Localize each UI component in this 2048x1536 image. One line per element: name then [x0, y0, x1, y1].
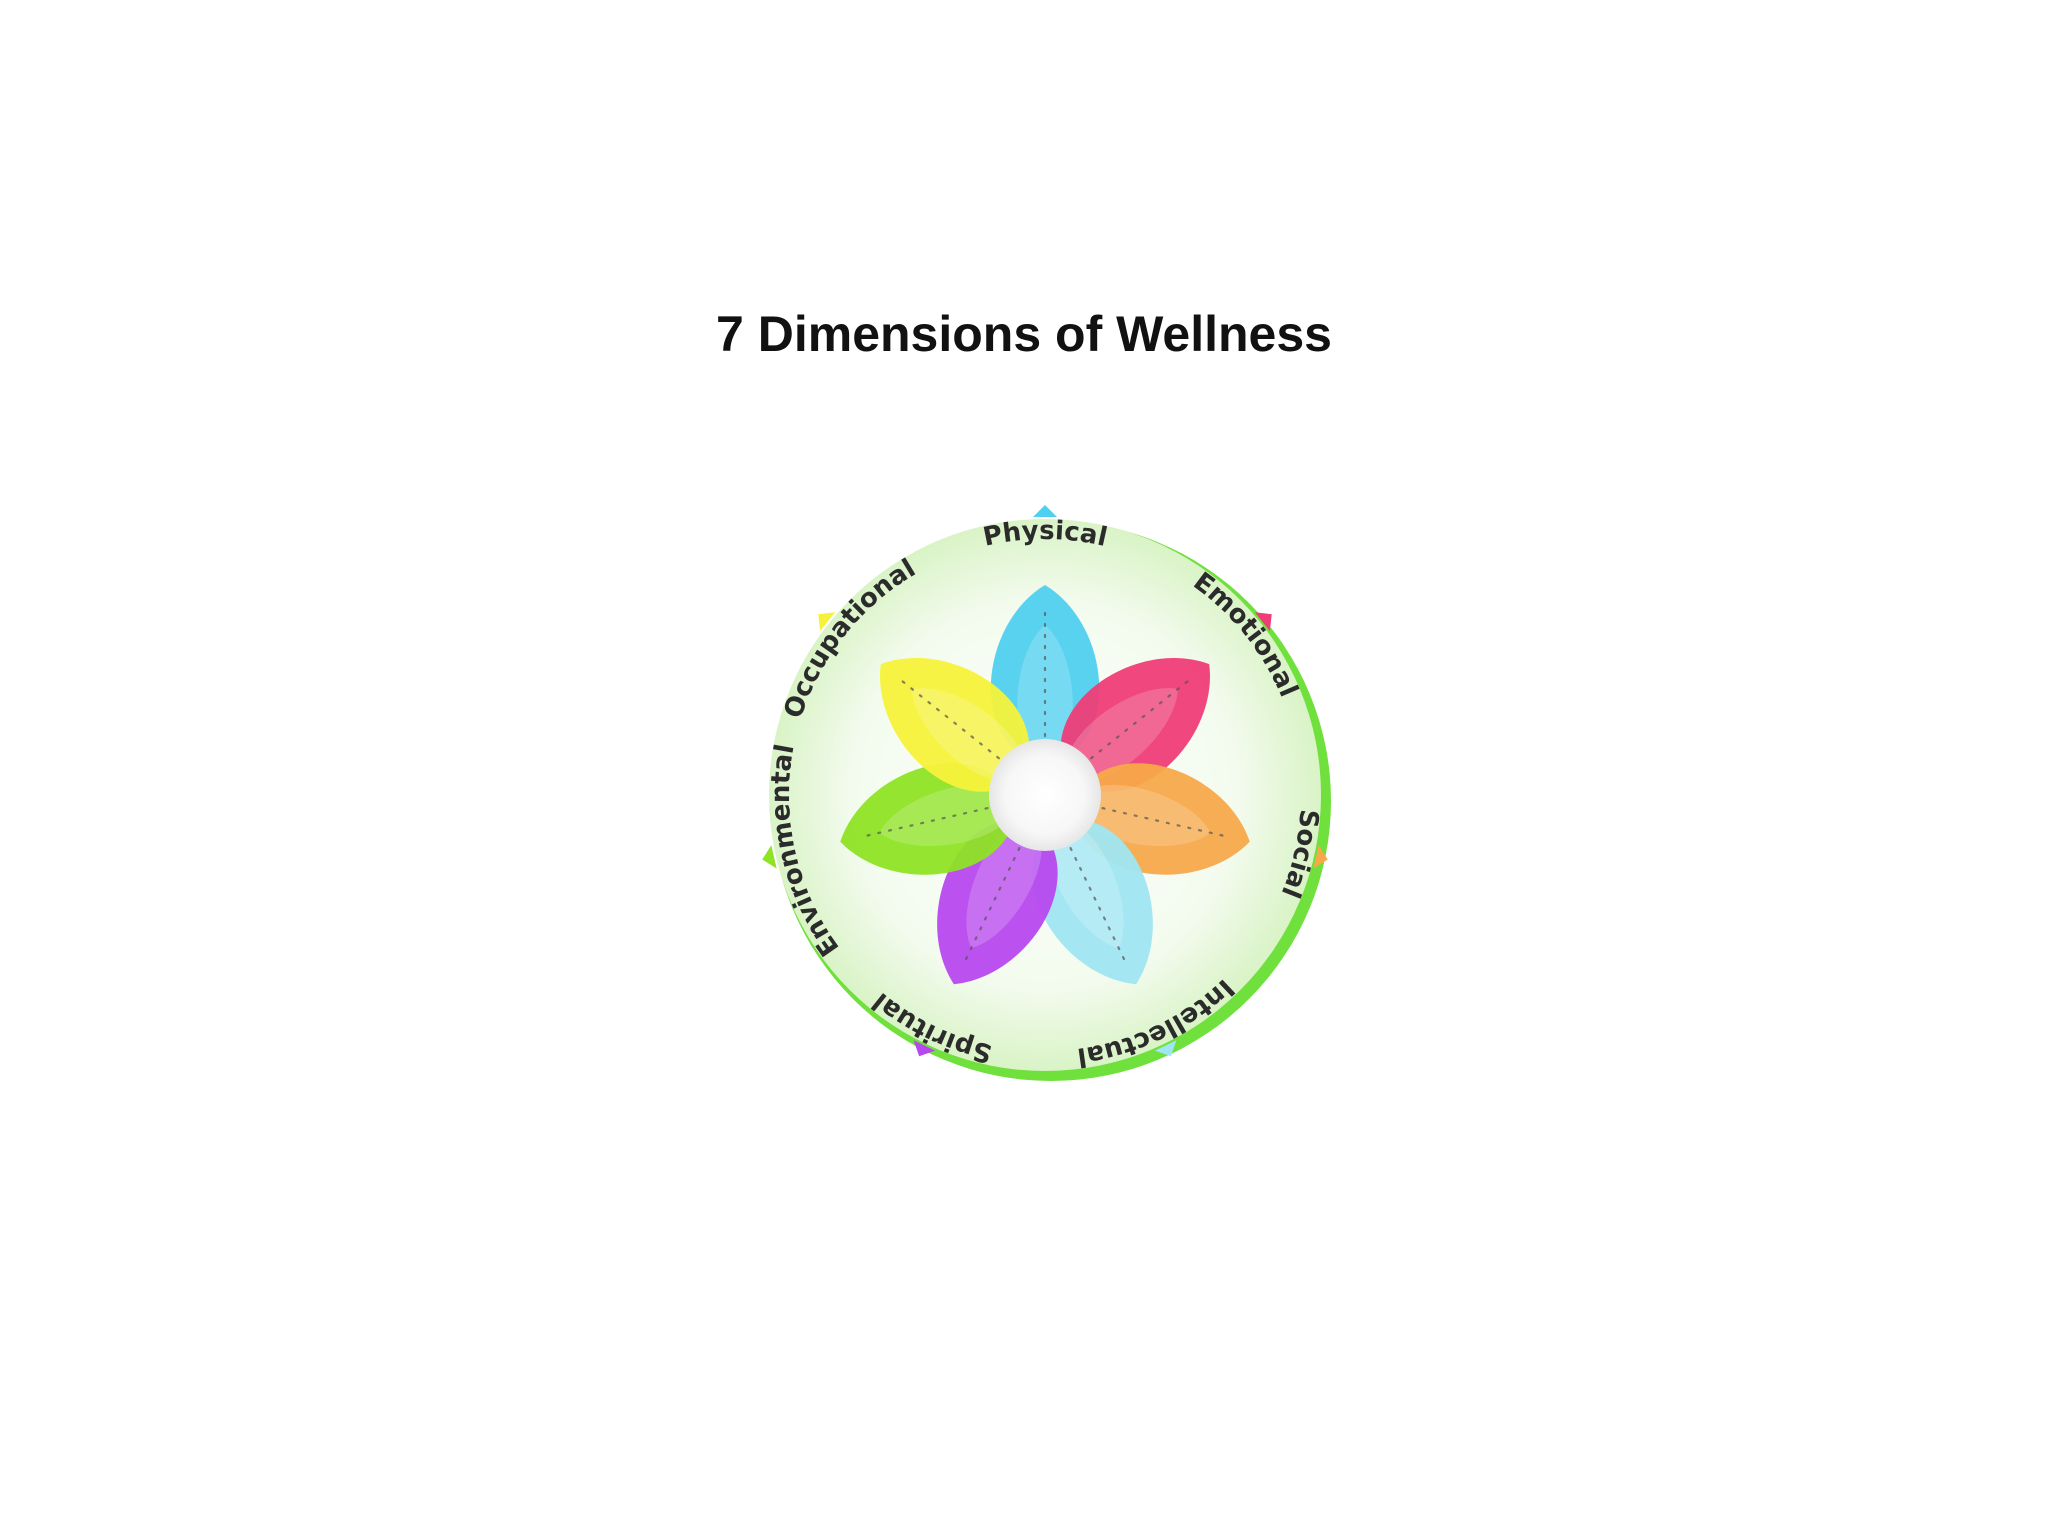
wellness-wheel: PhysicalEmotionalSocialIntellectualSpiri… [748, 505, 1331, 1085]
petal-occupational [818, 612, 1030, 792]
wheel-center [989, 739, 1101, 851]
center-disc [989, 739, 1101, 851]
petals [762, 505, 1328, 1057]
petal-intellectual [1032, 818, 1177, 1057]
page-title: 7 Dimensions of Wellness [716, 306, 1332, 362]
petal-emotional [1060, 612, 1272, 792]
